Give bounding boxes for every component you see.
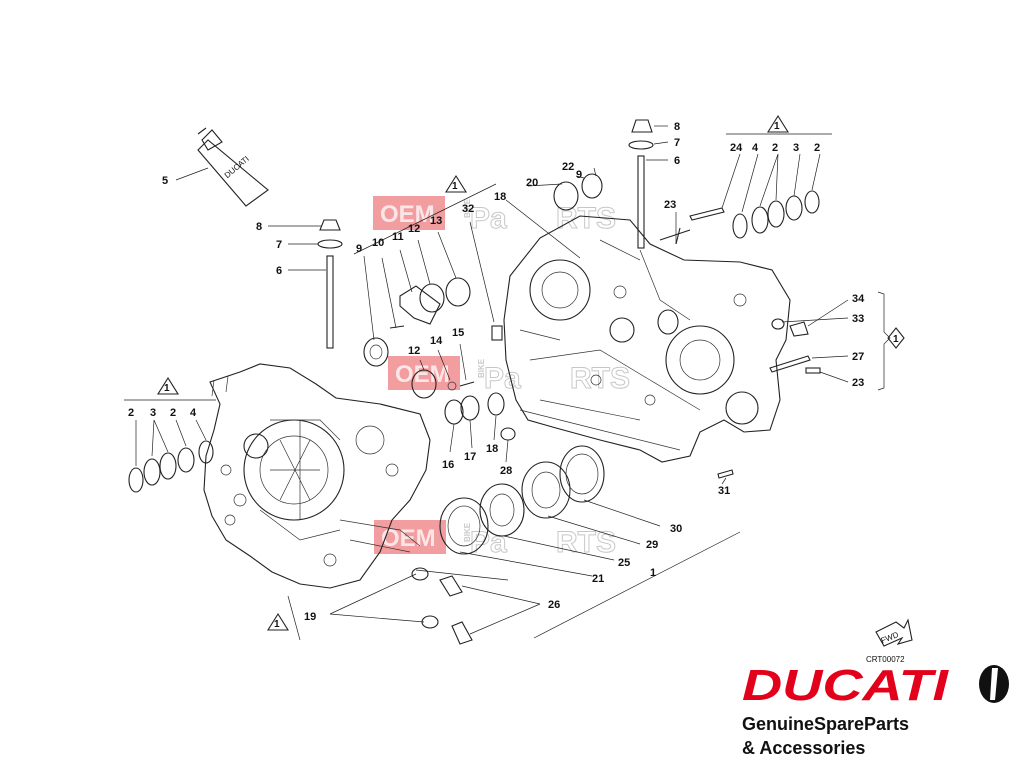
bracket-right: 1	[877, 291, 905, 391]
left-bearing-stack	[128, 440, 214, 493]
svg-text:1: 1	[274, 619, 280, 630]
callout-28: 28	[500, 465, 512, 477]
callout-26: 26	[548, 599, 560, 611]
watermark-bottom: OEM BIKE Pa RTS	[374, 520, 617, 560]
callout-15: 15	[452, 327, 464, 339]
bracket-top-right: 1	[726, 114, 832, 135]
callout-11: 11	[392, 231, 404, 243]
callout-25: 25	[618, 557, 630, 569]
gearbox-bearings	[363, 173, 679, 441]
callout-14: 14	[430, 335, 443, 347]
callout-20: 20	[526, 177, 538, 189]
leader-lines	[135, 125, 849, 635]
watermark-word-oem: OEM	[380, 201, 435, 228]
watermark-word-rts: RTS	[570, 362, 630, 395]
callout-8: 8	[674, 121, 680, 133]
callout-6: 6	[276, 265, 282, 277]
callout-2: 2	[772, 142, 778, 154]
watermark-word-pa: Pa	[484, 362, 521, 395]
callout-18: 18	[486, 443, 498, 455]
bracket-top-center: 1	[353, 174, 497, 255]
callout-17: 17	[464, 451, 476, 463]
brand-tagline-genuine-parts: GenuineSpareParts	[742, 714, 910, 734]
callout-33: 33	[852, 313, 864, 325]
callout-32: 32	[462, 203, 474, 215]
callout-9: 9	[576, 169, 582, 181]
callout-2: 2	[814, 142, 820, 154]
callout-6: 6	[674, 155, 680, 167]
left-crankcase-half	[203, 363, 431, 589]
watermark-word-bike: BIKE	[463, 522, 472, 542]
callout-2: 2	[170, 407, 176, 419]
left-stud-assembly	[317, 219, 343, 349]
callout-23: 23	[852, 377, 864, 389]
callout-18: 18	[494, 191, 506, 203]
callout-30: 30	[670, 523, 682, 535]
callout-21: 21	[592, 573, 604, 585]
callout-3: 3	[793, 142, 799, 154]
bracket-bottom-left: 1	[267, 595, 301, 641]
callout-23: 23	[664, 199, 676, 211]
callout-12: 12	[408, 223, 420, 235]
callout-1: 1	[650, 567, 656, 579]
callout-13: 13	[430, 215, 442, 227]
svg-text:1: 1	[452, 181, 458, 192]
callout-7: 7	[276, 239, 282, 251]
ducati-shield-icon	[979, 665, 1009, 703]
callout-10: 10	[372, 237, 384, 249]
callout-5: 5	[162, 175, 168, 187]
callout-8: 8	[256, 221, 262, 233]
watermark-word-bike: BIKE	[463, 198, 472, 218]
watermark-top: OEM BIKE Pa RTS	[373, 196, 617, 236]
svg-text:1: 1	[893, 334, 899, 345]
watermark-word-pa: Pa	[470, 202, 507, 235]
right-stud-assembly	[628, 119, 654, 249]
drain-plugs	[411, 318, 821, 645]
callout-labels: 5 8 7 6 8 7 6 9 10 11 12 13 32 12 14 15 …	[128, 121, 865, 623]
tube-label: DUCATI	[223, 154, 251, 180]
callout-24: 24	[730, 142, 743, 154]
watermark-word-bike: BIKE	[477, 358, 486, 378]
callout-9: 9	[356, 243, 362, 255]
ducati-logo: DUCATI	[742, 661, 1009, 710]
callout-4: 4	[190, 407, 197, 419]
right-bearing-stack	[659, 190, 820, 245]
watermark-word-oem: OEM	[381, 525, 436, 552]
callout-7: 7	[674, 137, 680, 149]
brand-tagline-accessories: & Accessories	[742, 738, 866, 758]
callout-4: 4	[752, 142, 759, 154]
bracket-bottom-right	[533, 531, 741, 639]
forward-arrow: FWD	[875, 618, 913, 647]
sealant-tube: DUCATI	[197, 127, 269, 207]
bracket-left: 1	[124, 376, 216, 401]
callout-19: 19	[304, 611, 316, 623]
callout-31: 31	[718, 485, 730, 497]
brand-wordmark: DUCATI	[742, 661, 949, 710]
callout-2: 2	[128, 407, 134, 419]
callout-12: 12	[408, 345, 420, 357]
svg-text:1: 1	[164, 383, 170, 394]
callout-22: 22	[562, 161, 574, 173]
svg-text:1: 1	[774, 121, 780, 132]
callout-29: 29	[646, 539, 658, 551]
callout-3: 3	[150, 407, 156, 419]
callout-27: 27	[852, 351, 864, 363]
main-bearings	[439, 445, 605, 555]
right-crankcase-half	[503, 215, 791, 463]
drawing-code: CRT00072	[866, 655, 905, 664]
callout-16: 16	[442, 459, 454, 471]
callout-34: 34	[852, 293, 865, 305]
